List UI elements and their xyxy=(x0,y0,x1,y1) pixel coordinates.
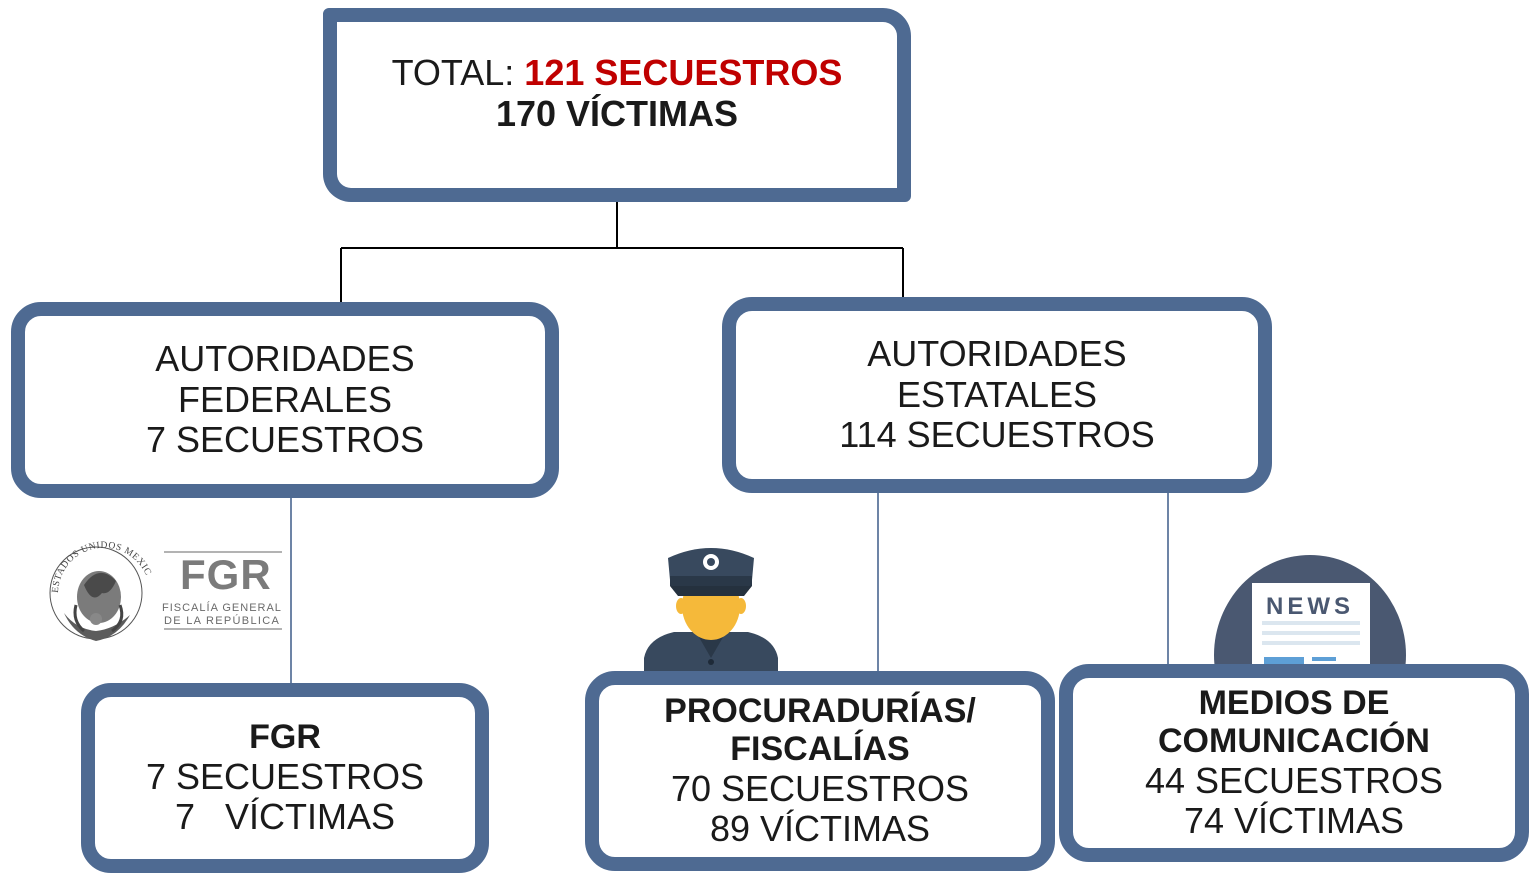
mexico-seal-icon: ESTADOS UNIDOS MEXICANOS xyxy=(40,528,282,641)
federales-line3: 7 SECUESTROS xyxy=(145,419,425,461)
procuradurias-secuestros: 70 SECUESTROS xyxy=(670,767,970,809)
total-line: TOTAL: 121 SECUESTROS xyxy=(391,52,843,94)
procuradurias-title1: PROCURADURÍAS/ xyxy=(664,691,976,730)
fgr-logo: ESTADOS UNIDOS MEXICANOS FGR FISCALÍA GE… xyxy=(40,528,289,650)
federales-line2: FEDERALES xyxy=(177,378,393,420)
news-icon-graphic xyxy=(1214,555,1406,680)
total-victimas: 170 VÍCTIMAS xyxy=(495,93,739,134)
medios-title1: MEDIOS DE xyxy=(1198,683,1390,722)
estatales-line3: 114 SECUESTROS xyxy=(839,414,1155,456)
procuradurias-title2: FISCALÍAS xyxy=(730,730,910,769)
logo-line2: DE LA REPÚBLICA xyxy=(164,615,281,627)
total-box: TOTAL: 121 SECUESTROS 170 VÍCTIMAS xyxy=(323,8,911,202)
fgr-title: FGR xyxy=(249,718,321,757)
police-officer-icon xyxy=(644,548,778,682)
total-secuestros: 121 SECUESTROS xyxy=(524,52,843,94)
news-icon: NEWS xyxy=(1214,555,1406,680)
news-label: NEWS xyxy=(1266,593,1354,620)
estatales-box: AUTORIDADES ESTATALES 114 SECUESTROS xyxy=(722,297,1272,493)
estatales-line2: ESTATALES xyxy=(896,373,1098,415)
federales-line1: AUTORIDADES xyxy=(155,337,415,379)
medios-title2: COMUNICACIÓN xyxy=(1158,722,1430,761)
fgr-box: FGR 7 SECUESTROS 7 VÍCTIMAS xyxy=(81,683,489,873)
procuradurias-box: PROCURADURÍAS/ FISCALÍAS 70 SECUESTROS 8… xyxy=(585,671,1055,871)
logo-line1: FISCALÍA GENERAL xyxy=(162,602,282,614)
fgr-secuestros: 7 SECUESTROS xyxy=(145,755,425,797)
fgr-victimas: 7 VÍCTIMAS xyxy=(174,796,396,838)
medios-secuestros: 44 SECUESTROS xyxy=(1144,759,1444,801)
logo-acronym: FGR xyxy=(180,551,272,598)
procuradurias-victimas: 89 VÍCTIMAS xyxy=(709,808,931,850)
estatales-line1: AUTORIDADES xyxy=(867,332,1127,374)
medios-victimas: 74 VÍCTIMAS xyxy=(1183,800,1405,842)
medios-box: MEDIOS DE COMUNICACIÓN 44 SECUESTROS 74 … xyxy=(1059,664,1529,862)
total-prefix: TOTAL: xyxy=(391,52,515,94)
federales-box: AUTORIDADES FEDERALES 7 SECUESTROS xyxy=(11,302,559,498)
